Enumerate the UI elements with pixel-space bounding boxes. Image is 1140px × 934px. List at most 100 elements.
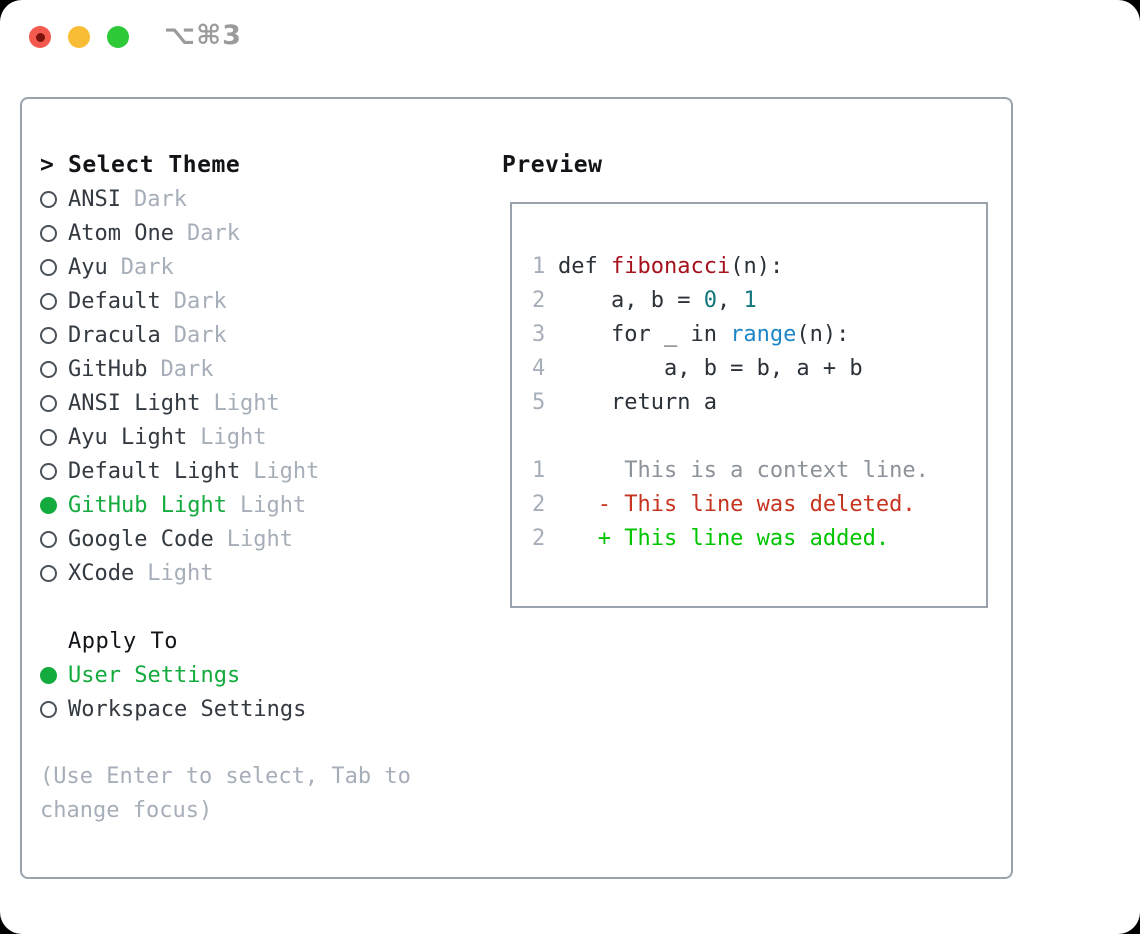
titlebar [29, 26, 146, 48]
line-number: 1 [532, 253, 559, 279]
radio-icon [40, 564, 57, 582]
code-line: 2 a, b = 0, 1 [532, 283, 986, 317]
radio-selected-icon [40, 496, 57, 514]
code-token: a, b = [558, 287, 704, 313]
line-number: 1 [532, 457, 559, 483]
theme-name: Ayu [68, 254, 108, 280]
radio-marker [40, 224, 68, 242]
code-token: , [716, 287, 744, 313]
code-token: a, b = b, a + b [558, 355, 863, 381]
radio-marker [40, 564, 68, 582]
radio-selected-icon [40, 666, 57, 684]
radio-marker [40, 496, 68, 514]
radio-icon [40, 326, 57, 344]
radio-marker [40, 666, 68, 684]
code-line: 5 return a [532, 385, 986, 419]
theme-name: Ayu Light [68, 424, 188, 450]
theme-variant: Light [147, 560, 214, 586]
theme-option-github-light[interactable]: GitHub Light Light [40, 488, 502, 522]
minimize-button[interactable] [68, 26, 90, 48]
theme-variant: Light [253, 458, 320, 484]
radio-icon [40, 360, 57, 378]
theme-option-ansi-light[interactable]: ANSI Light Light [40, 386, 502, 420]
select-theme-header: > Select Theme [40, 148, 502, 182]
code-line: 1 def fibonacci(n): [532, 249, 986, 283]
theme-variant: Dark [133, 186, 187, 212]
radio-marker [40, 360, 68, 378]
theme-name: Dracula [68, 322, 161, 348]
code-token: return a [558, 389, 717, 415]
theme-name: ANSI Light [68, 390, 201, 416]
theme-variant: Light [239, 492, 307, 518]
apply-option-label: Workspace Settings [68, 696, 307, 722]
radio-marker [40, 462, 68, 480]
line-text: This is a context line. [558, 458, 929, 483]
theme-name: Google Code [68, 526, 214, 552]
code-line: 1 This is a context line. [532, 453, 986, 487]
apply-to-header: Apply To [68, 628, 178, 654]
radio-marker [40, 530, 68, 548]
radio-icon [40, 258, 57, 276]
theme-name: GitHub Light [68, 492, 227, 518]
preview-column: Preview 1 def fibonacci(n):2 a, b = 0, 1… [502, 148, 1011, 877]
theme-name: XCode [68, 560, 135, 586]
line-text: - This line was deleted. [558, 492, 916, 517]
radio-marker [40, 190, 68, 208]
code-token: 1 [743, 287, 757, 313]
theme-option-ayu-light[interactable]: Ayu Light Light [40, 420, 502, 454]
theme-name: Default [68, 288, 161, 314]
line-text: def fibonacci(n): [558, 254, 783, 279]
select-theme-title: Select Theme [68, 152, 241, 178]
spacer [40, 590, 502, 624]
theme-option-default[interactable]: Default Dark [40, 284, 502, 318]
line-number: 2 [532, 525, 559, 551]
line-number: 2 [532, 491, 559, 517]
theme-name: ANSI [68, 186, 121, 212]
apply-option-label: User Settings [68, 662, 241, 688]
radio-icon [40, 292, 57, 310]
zoom-button[interactable] [107, 26, 129, 48]
line-text: a, b = b, a + b [558, 356, 863, 381]
radio-icon [40, 394, 57, 412]
window-shortcut-label: ⌥⌘3 [164, 20, 242, 51]
close-dot-icon [35, 32, 45, 42]
theme-option-xcode[interactable]: XCode Light [40, 556, 502, 590]
line-text: a, b = 0, 1 [558, 288, 757, 313]
radio-marker [40, 394, 68, 412]
code-token: + This line was added. [558, 525, 890, 551]
theme-name: Atom One [68, 220, 174, 246]
theme-variant: Light [213, 390, 280, 416]
code-line: 3 for _ in range(n): [532, 317, 986, 351]
radio-icon [40, 224, 57, 242]
apply-option-user-settings[interactable]: User Settings [40, 658, 502, 692]
line-text: + This line was added. [558, 526, 889, 551]
theme-option-ansi[interactable]: ANSI Dark [40, 182, 502, 216]
code-token: - This line was deleted. [558, 491, 916, 517]
line-number: 5 [532, 389, 559, 415]
close-button[interactable] [29, 26, 51, 48]
code-token: (n): [796, 321, 850, 347]
line-text: for _ in range(n): [558, 322, 849, 347]
radio-icon [40, 190, 57, 208]
radio-icon [40, 428, 57, 446]
prompt-icon: > [40, 152, 54, 178]
apply-option-workspace-settings[interactable]: Workspace Settings [40, 692, 502, 726]
theme-variant: Light [200, 424, 267, 450]
line-text: return a [558, 390, 717, 415]
line-number: 3 [532, 321, 559, 347]
code-line: 4 a, b = b, a + b [532, 351, 986, 385]
theme-variant: Dark [173, 288, 227, 314]
code-token: This is a context line. [558, 457, 929, 483]
line-number: 2 [532, 287, 559, 313]
